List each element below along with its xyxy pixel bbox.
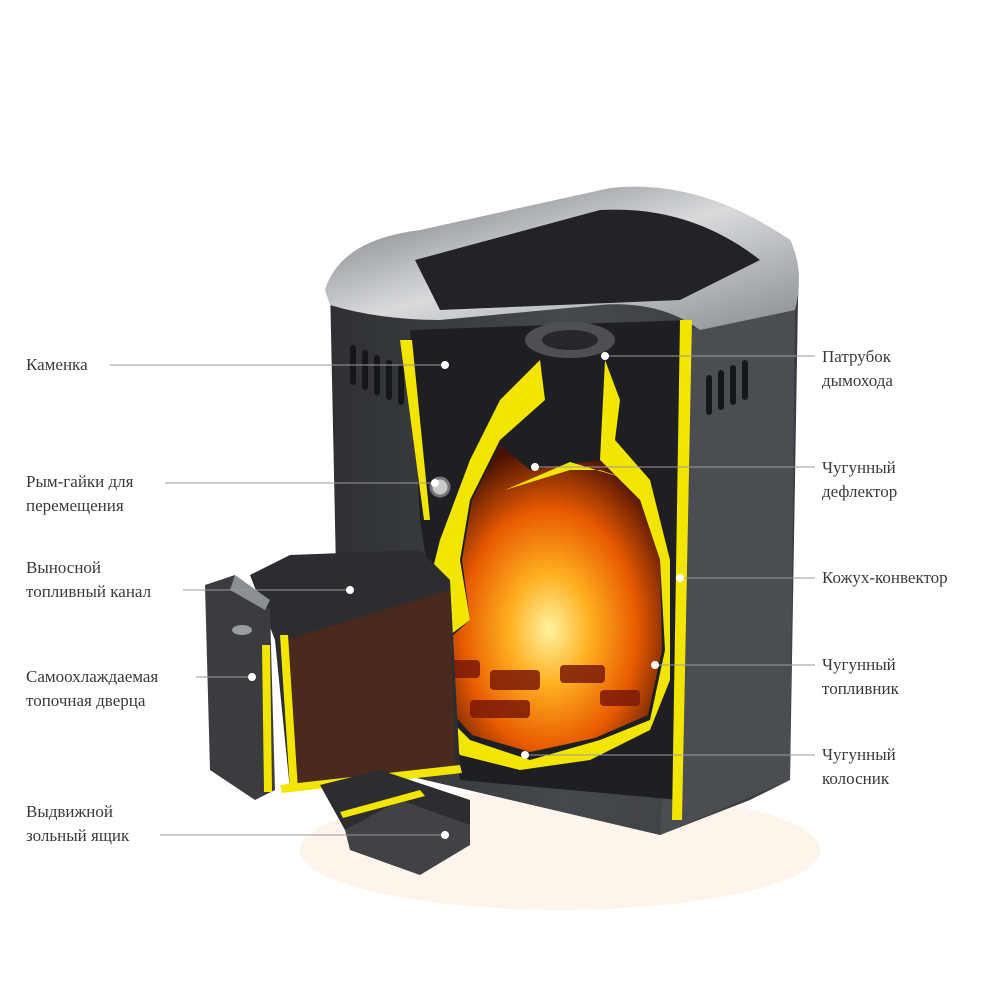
label-line: Патрубок — [822, 347, 891, 366]
label-fuel-channel: Выносной топливный канал — [26, 556, 151, 604]
label-line: Чугунный — [822, 745, 896, 764]
label-eye-nuts: Рым-гайки для перемещения — [26, 470, 133, 518]
label-line: топочная дверца — [26, 691, 146, 710]
label-firebox: Чугунный топливник — [822, 653, 899, 701]
casing-edge-left — [400, 340, 430, 520]
door-logo — [232, 625, 252, 635]
label-line: колосник — [822, 769, 890, 788]
label-line: перемещения — [26, 496, 124, 515]
label-line: Кожух-конвектор — [822, 568, 948, 587]
label-line: Чугунный — [822, 655, 896, 674]
label-deflector: Чугунный дефлектор — [822, 456, 897, 504]
label-line: топливник — [822, 679, 899, 698]
label-line: дымохода — [822, 371, 893, 390]
label-line: Выносной — [26, 558, 102, 577]
fuel-channel-inner — [285, 590, 455, 785]
deflector — [505, 462, 630, 490]
coals — [440, 660, 640, 718]
label-line: топливный канал — [26, 582, 152, 601]
firebox-door — [205, 575, 275, 800]
label-kamenka: Каменка — [26, 353, 88, 377]
left-vents — [350, 345, 404, 405]
label-line: Чугунный — [822, 458, 896, 477]
label-line: зольный ящик — [26, 826, 130, 845]
label-door: Самоохлаждаемая топочная дверца — [26, 665, 158, 713]
label-line: Рым-гайки для — [26, 472, 134, 491]
label-line: Каменка — [26, 355, 88, 374]
label-grate: Чугунный колосник — [822, 743, 896, 791]
label-chimney: Патрубок дымохода — [822, 345, 893, 393]
casing-edge-right — [672, 320, 692, 820]
label-convector: Кожух-конвектор — [822, 566, 948, 590]
stone-compartment — [415, 209, 760, 310]
right-vents — [706, 360, 748, 415]
label-ash-drawer: Выдвижной зольный ящик — [26, 800, 129, 848]
label-line: Самоохлаждаемая — [26, 667, 159, 686]
label-line: дефлектор — [822, 482, 898, 501]
convector-casing — [660, 300, 795, 835]
firebox-outline — [420, 360, 670, 770]
label-line: Выдвижной — [26, 802, 113, 821]
